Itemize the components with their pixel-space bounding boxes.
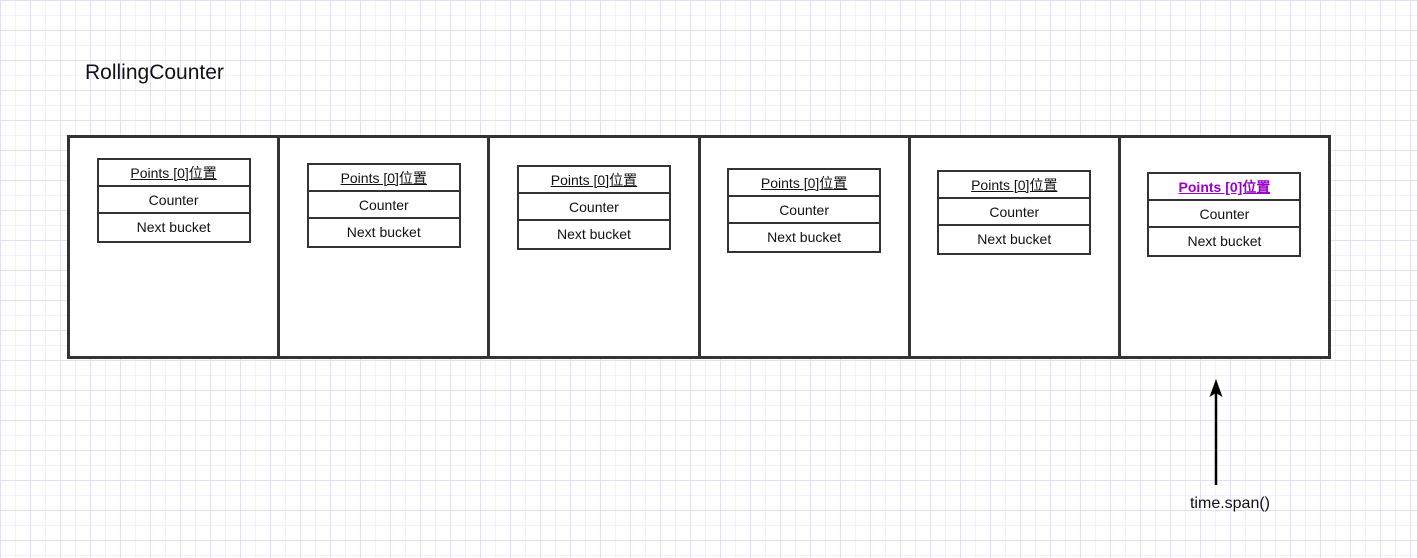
next-bucket-row: Next bucket xyxy=(308,219,459,246)
points-row: Points [0]位置 xyxy=(729,170,880,197)
bucket-3: Points [0]位置 Counter Next bucket xyxy=(490,138,701,356)
bucket-4: Points [0]位置 Counter Next bucket xyxy=(701,138,911,356)
points-row: Points [0]位置 xyxy=(308,165,459,192)
points-row: Points [0]位置 xyxy=(518,167,669,194)
bucket-1: Points [0]位置 Counter Next bucket xyxy=(70,138,281,356)
bucket-struct-table: Points [0]位置 Counter Next bucket xyxy=(1147,172,1302,257)
counter-row: Counter xyxy=(308,192,459,219)
next-bucket-row: Next bucket xyxy=(518,221,669,248)
counter-row: Counter xyxy=(729,197,880,224)
bucket-6: Points [0]位置 Counter Next bucket xyxy=(1121,138,1328,356)
time-span-label: time.span() xyxy=(1189,495,1271,512)
counter-row: Counter xyxy=(1149,201,1300,228)
bucket-5: Points [0]位置 Counter Next bucket xyxy=(911,138,1121,356)
points-row-highlighted: Points [0]位置 xyxy=(1149,174,1300,201)
bucket-struct-table: Points [0]位置 Counter Next bucket xyxy=(727,168,882,253)
time-span-arrow-icon xyxy=(1209,379,1223,485)
next-bucket-row: Next bucket xyxy=(98,214,249,241)
rolling-counter-container: Points [0]位置 Counter Next bucket Points … xyxy=(67,135,1331,359)
counter-row: Counter xyxy=(98,187,249,214)
next-bucket-row: Next bucket xyxy=(1149,228,1300,255)
next-bucket-row: Next bucket xyxy=(729,224,880,251)
next-bucket-row: Next bucket xyxy=(939,226,1090,253)
diagram-title: RollingCounter xyxy=(85,61,224,84)
bucket-struct-table: Points [0]位置 Counter Next bucket xyxy=(516,165,671,250)
bucket-struct-table: Points [0]位置 Counter Next bucket xyxy=(96,158,251,243)
bucket-2: Points [0]位置 Counter Next bucket xyxy=(280,138,491,356)
points-row: Points [0]位置 xyxy=(939,172,1090,199)
bucket-struct-table: Points [0]位置 Counter Next bucket xyxy=(306,163,461,248)
bucket-struct-table: Points [0]位置 Counter Next bucket xyxy=(937,170,1092,255)
counter-row: Counter xyxy=(518,194,669,221)
points-row: Points [0]位置 xyxy=(98,160,249,187)
counter-row: Counter xyxy=(939,199,1090,226)
